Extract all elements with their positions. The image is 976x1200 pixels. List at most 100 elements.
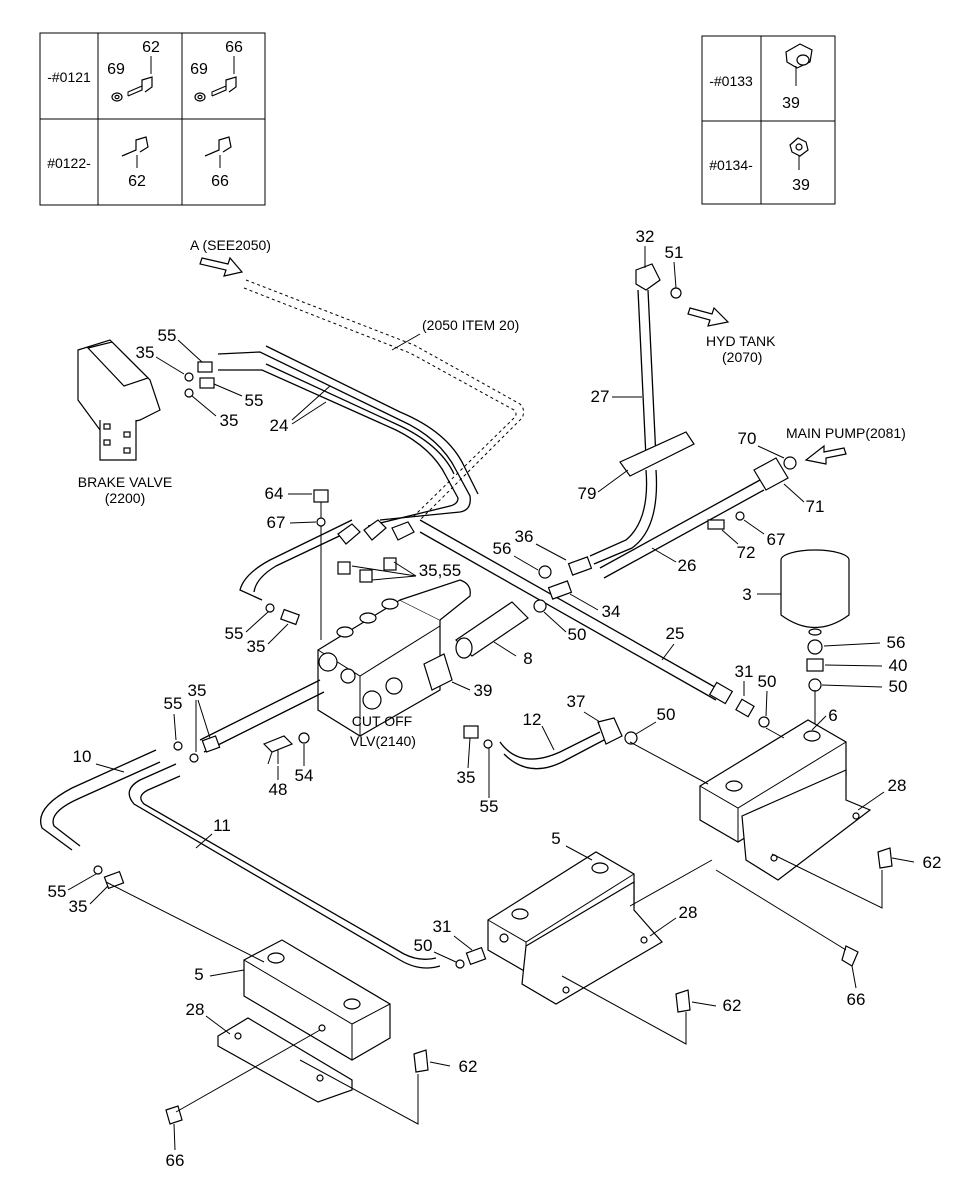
callout-55: 55 bbox=[158, 326, 177, 345]
callout-3: 3 bbox=[742, 585, 751, 604]
callout-12: 12 bbox=[523, 710, 542, 729]
hose-26 bbox=[599, 479, 765, 579]
bracket-5-left bbox=[243, 939, 391, 1061]
callout-48: 48 bbox=[269, 780, 288, 799]
o-ring-70-icon bbox=[783, 456, 797, 470]
serial-range-2: #0134- bbox=[709, 157, 753, 173]
callout-50: 50 bbox=[414, 936, 433, 955]
o-ring-51-icon bbox=[670, 287, 682, 299]
bracket-28-right bbox=[741, 769, 872, 881]
part-number: 62 bbox=[142, 39, 160, 56]
callout-40: 40 bbox=[889, 656, 908, 675]
adapter-40-icon bbox=[806, 658, 824, 672]
hose-24 bbox=[217, 351, 471, 521]
callout-31: 31 bbox=[735, 662, 754, 681]
callout-31: 31 bbox=[433, 917, 452, 936]
callout-25: 25 bbox=[666, 624, 685, 643]
callout-36: 36 bbox=[515, 527, 534, 546]
callout-79: 79 bbox=[578, 484, 597, 503]
callout-32: 32 bbox=[636, 227, 655, 246]
callout-66: 66 bbox=[847, 990, 866, 1009]
callout-24: 24 bbox=[270, 416, 289, 435]
caption-brake-valve-ref: (2200) bbox=[105, 490, 145, 506]
bolt-62-icon bbox=[413, 1049, 429, 1073]
part-number: 66 bbox=[211, 173, 229, 190]
callout-35: 35 bbox=[136, 343, 155, 362]
caption-hyd-tank-ref: (2070) bbox=[722, 349, 762, 365]
callout-11: 11 bbox=[213, 816, 231, 835]
inset-table-right: -#0133 #0134- 39 39 bbox=[701, 35, 836, 205]
callout-55: 55 bbox=[245, 391, 264, 410]
callout-62: 62 bbox=[923, 853, 942, 872]
part-number: 66 bbox=[225, 39, 243, 56]
hose-55-line bbox=[239, 519, 353, 601]
callout-6: 6 bbox=[828, 706, 837, 725]
callout-50: 50 bbox=[889, 677, 908, 696]
bracket-5-center bbox=[487, 851, 635, 973]
serial-range-2: #0122- bbox=[47, 155, 91, 171]
callout-56: 56 bbox=[493, 539, 512, 558]
arrow-a-icon bbox=[199, 256, 244, 277]
callout-55: 55 bbox=[48, 882, 67, 901]
callout-28: 28 bbox=[679, 903, 698, 922]
bolt-icon bbox=[127, 76, 153, 97]
bolt-72-icon bbox=[707, 519, 725, 530]
callout-50: 50 bbox=[568, 625, 587, 644]
callout-70: 70 bbox=[738, 429, 757, 448]
bracket-28-center bbox=[521, 880, 663, 1005]
caption-main-pump: MAIN PUMP(2081) bbox=[786, 425, 906, 441]
caption-hyd-tank: HYD TANK bbox=[706, 333, 776, 349]
flange-71 bbox=[753, 457, 789, 491]
callout-62: 62 bbox=[723, 996, 742, 1015]
flange-bolt-icon bbox=[121, 136, 149, 157]
caption-item20: (2050 ITEM 20) bbox=[422, 317, 519, 333]
hose-12 bbox=[499, 731, 601, 760]
callout-55: 55 bbox=[480, 797, 499, 816]
callout-35: 35 bbox=[188, 681, 207, 700]
callout-67: 67 bbox=[267, 513, 286, 532]
callout-56: 56 bbox=[887, 633, 906, 652]
adapter-icon bbox=[199, 377, 215, 389]
bolt-icon bbox=[211, 76, 237, 97]
caption-cut-off-ref: VLV(2140) bbox=[350, 733, 416, 749]
inset-table-left: -#0121 #0122- 69 62 69 66 62 bbox=[39, 32, 266, 206]
callout-66: 66 bbox=[166, 1151, 185, 1170]
callout-67: 67 bbox=[767, 530, 786, 549]
callout-55: 55 bbox=[164, 694, 183, 713]
callout-71: 71 bbox=[806, 497, 825, 516]
o-ring-icon bbox=[184, 372, 194, 382]
caption-cut-off: CUT OFF bbox=[352, 713, 412, 729]
bolt-64-icon bbox=[313, 489, 329, 503]
caption-see-a: A (SEE2050) bbox=[190, 237, 271, 253]
part-number: 69 bbox=[107, 61, 125, 78]
fitting-icon bbox=[789, 137, 809, 157]
part-number: 39 bbox=[792, 177, 810, 194]
sensor-48-icon bbox=[262, 735, 294, 753]
callout-8: 8 bbox=[523, 649, 532, 668]
callout-34: 34 bbox=[602, 602, 621, 621]
callout-50: 50 bbox=[657, 705, 676, 724]
bolt-66-icon bbox=[165, 1105, 183, 1125]
callout-64: 64 bbox=[265, 484, 284, 503]
part-number: 69 bbox=[190, 61, 208, 78]
callout-28: 28 bbox=[888, 776, 907, 795]
washer-67-icon bbox=[316, 517, 326, 527]
bracket-28-left bbox=[217, 1017, 353, 1103]
o-ring-50-icon bbox=[808, 678, 822, 692]
fitting-icon bbox=[785, 43, 813, 69]
hose-27 bbox=[589, 289, 658, 565]
o-ring-icon bbox=[184, 388, 194, 398]
arrow-hyd-tank-icon bbox=[687, 306, 730, 327]
clamp-79 bbox=[619, 431, 695, 477]
o-ring-54-icon bbox=[298, 732, 310, 744]
callout-39: 39 bbox=[474, 681, 493, 700]
pipe-25 bbox=[419, 519, 721, 691]
fitting-39-icon bbox=[423, 653, 453, 691]
tee-fitting-32-icon bbox=[635, 263, 661, 291]
callout-26: 26 bbox=[678, 556, 697, 575]
washer-icon bbox=[194, 92, 206, 102]
callout-27: 27 bbox=[591, 387, 610, 406]
part-number: 62 bbox=[128, 173, 146, 190]
callout-37: 37 bbox=[567, 692, 586, 711]
